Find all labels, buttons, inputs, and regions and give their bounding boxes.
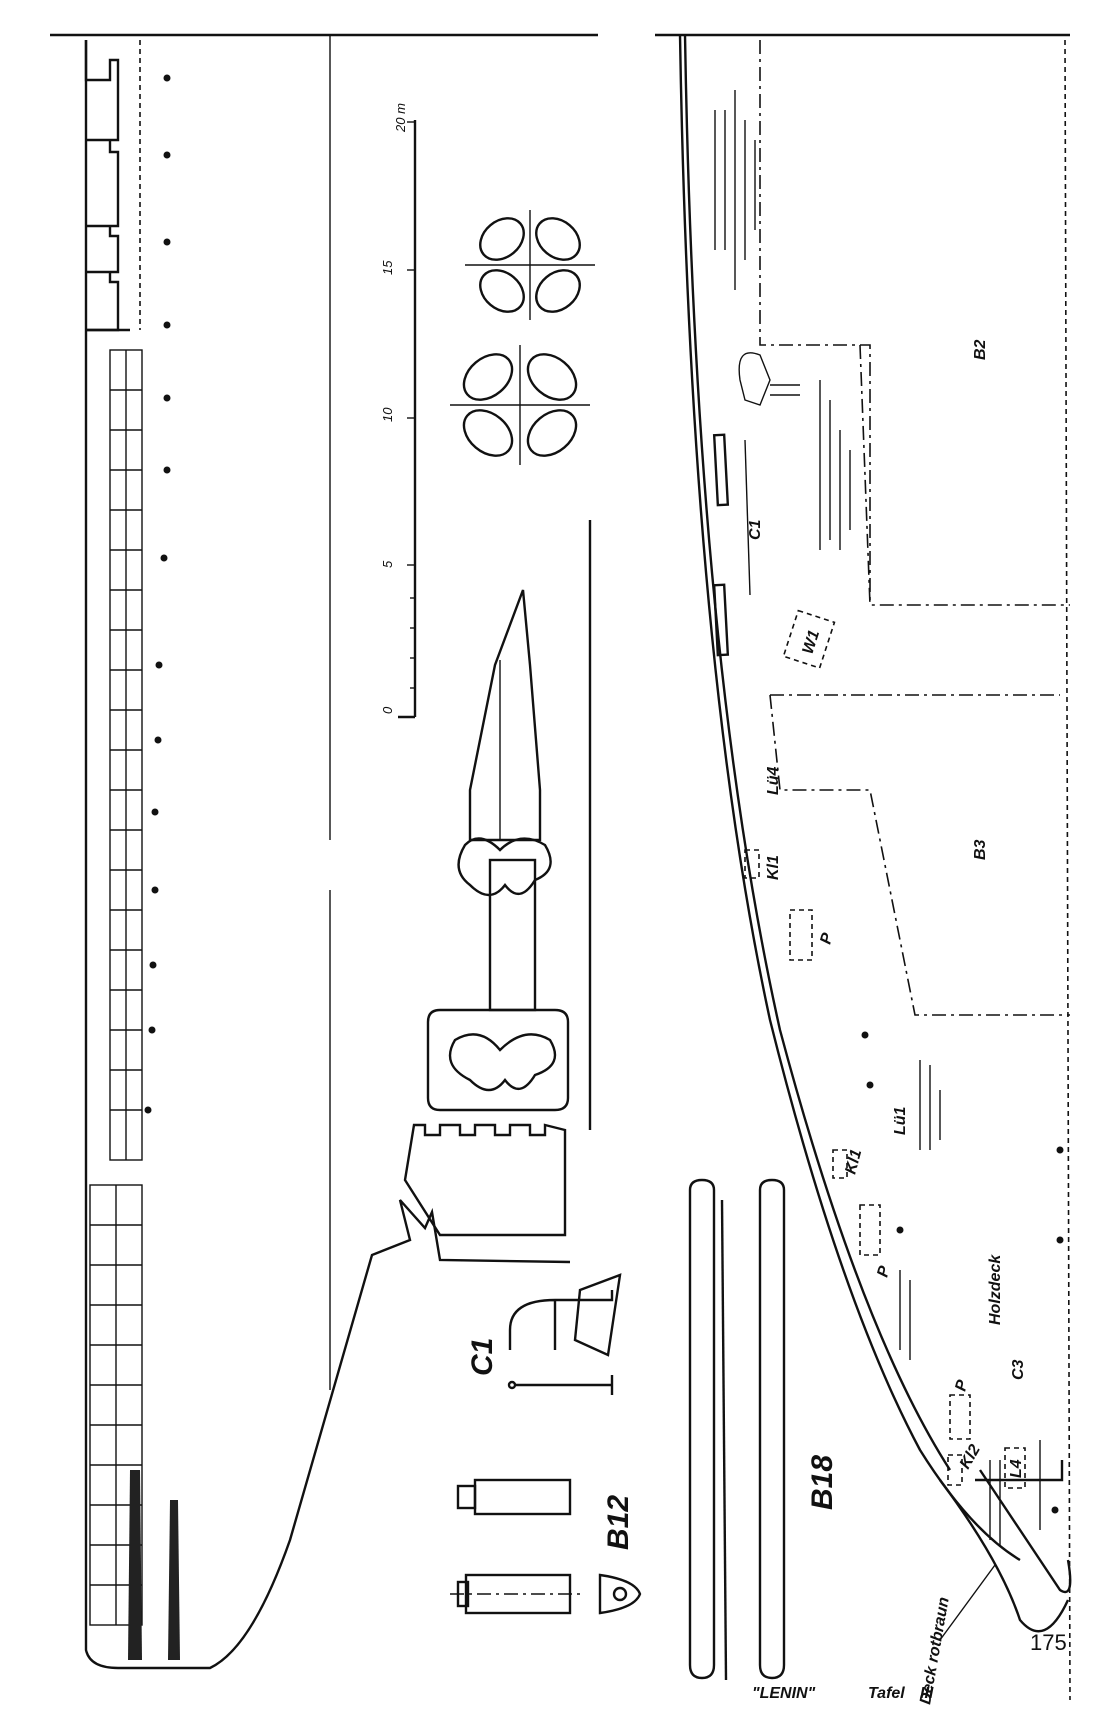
b12-fittings: B12 [450, 1478, 642, 1615]
label-w1: W1 [800, 628, 824, 656]
rudder-shaft-detail [403, 520, 592, 1237]
page-number: 175 [1030, 1630, 1067, 1655]
hatching [714, 90, 1041, 1545]
plate-number: III [920, 1685, 934, 1702]
b18-rails: B18 [688, 1178, 839, 1681]
hull-side-view [50, 33, 598, 1670]
label-c1-left: C1 [466, 1338, 499, 1376]
label-c1-right: C1 [747, 519, 764, 540]
ship-name: "LENIN" [752, 1685, 816, 1702]
scale-tick-5: 5 [380, 560, 395, 568]
label-b12: B12 [602, 1495, 635, 1550]
label-holzdeck: Holzdeck [987, 1254, 1004, 1325]
label-p-top: P [817, 931, 836, 946]
c1-fittings: C1 [466, 1273, 622, 1395]
label-p-mid: P [874, 1264, 893, 1279]
label-b2: B2 [972, 339, 989, 360]
scale-tick-10: 10 [380, 407, 395, 422]
label-lu4: Lü4 [765, 766, 782, 795]
label-kl2: Kl2 [957, 1442, 984, 1472]
deck-plan-labels: B2 B3 C1 W1 Lü4 Kl1 P Lü1 Kl1 P C3 P Kl2… [747, 339, 1027, 1705]
label-l4: L4 [1008, 1459, 1025, 1478]
label-c3: C3 [1010, 1359, 1027, 1380]
deck-plan [655, 33, 1072, 1701]
plate-caption: "LENIN" Tafel III 175 [752, 1630, 1067, 1702]
propeller-detail [450, 210, 595, 465]
scale-bar: 0 5 10 15 20 m [380, 103, 417, 719]
plate-label: Tafel [868, 1685, 905, 1702]
label-p-low: P [952, 1378, 971, 1393]
label-kl1-top: Kl1 [765, 855, 782, 880]
scale-tick-15: 15 [380, 260, 395, 275]
label-b18: B18 [806, 1455, 839, 1510]
label-kl1-bottom: Kl1 [842, 1147, 865, 1176]
scale-tick-20m: 20 m [393, 103, 408, 133]
window-grid [90, 350, 142, 1625]
porthole-row [144, 74, 171, 1114]
scale-tick-0: 0 [380, 706, 395, 714]
label-b3: B3 [972, 839, 989, 860]
label-lu1: Lü1 [892, 1106, 909, 1135]
